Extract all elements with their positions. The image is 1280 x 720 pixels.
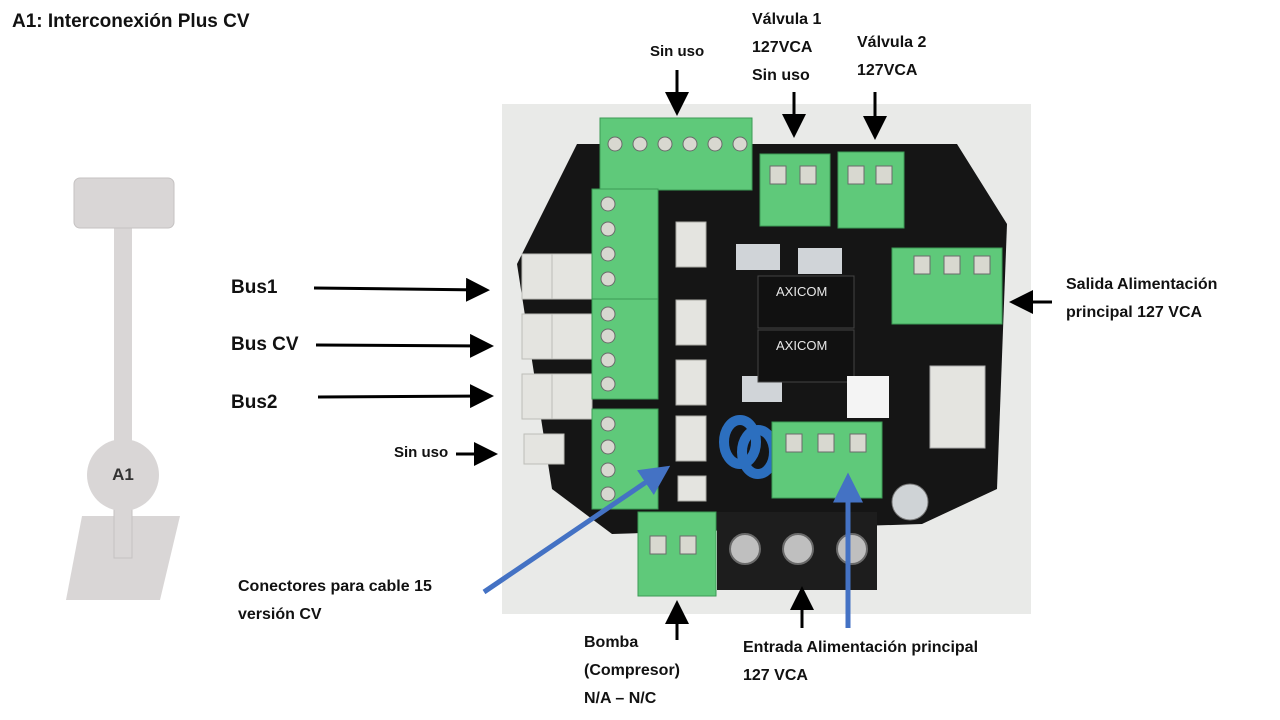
label-entrada-line2: 127 VCA	[743, 667, 808, 684]
arrow-bus1	[313, 277, 490, 302]
module-a1-icon	[66, 177, 180, 600]
label-salida-line1: Salida Alimentación	[1066, 276, 1218, 293]
relay1-brand: AXICOM	[776, 284, 827, 299]
label-valvula1-line1: Válvula 1	[752, 11, 822, 28]
label-conectores-line2: versión CV	[238, 606, 322, 623]
arrow-bus-cv	[315, 333, 494, 358]
label-sin-uso-top: Sin uso	[650, 43, 705, 60]
label-valvula2-line2: 127VCA	[857, 62, 918, 79]
label-entrada: Entrada Alimentación principal 127 VCA	[743, 634, 978, 690]
label-valvula1-line2: 127VCA	[752, 39, 813, 56]
label-valvula2-line1: Válvula 2	[857, 34, 927, 51]
label-bus1: Bus1	[231, 277, 278, 298]
label-entrada-line1: Entrada Alimentación principal	[743, 639, 979, 656]
label-bomba: Bomba (Compresor) N/A – N/C	[584, 629, 680, 713]
label-bus-cv: Bus CV	[231, 334, 299, 355]
label-valvula1-line3: Sin uso	[752, 67, 810, 84]
label-salida: Salida Alimentación principal 127 VCA	[1066, 271, 1217, 327]
label-conectores-line1: Conectores para cable 15	[238, 578, 432, 595]
label-bus2: Bus2	[231, 392, 278, 413]
page-title: A1: Interconexión Plus CV	[12, 11, 250, 32]
label-sin-uso-left: Sin uso	[394, 444, 449, 461]
interconnection-board-photo: AXICOM AXICOM	[502, 104, 1031, 614]
relay2-brand: AXICOM	[776, 338, 827, 353]
label-conectores: Conectores para cable 15 versión CV	[238, 573, 432, 629]
module-a1-label: A1	[112, 465, 134, 484]
label-bomba-line3: N/A – N/C	[584, 690, 657, 707]
label-salida-line2: principal 127 VCA	[1066, 304, 1203, 321]
label-valvula1: Válvula 1 127VCA Sin uso	[752, 6, 821, 90]
label-valvula2: Válvula 2 127VCA	[857, 29, 926, 85]
label-bomba-line2: (Compresor)	[584, 662, 681, 679]
arrow-bus2	[317, 384, 494, 409]
label-bomba-line1: Bomba	[584, 634, 639, 651]
